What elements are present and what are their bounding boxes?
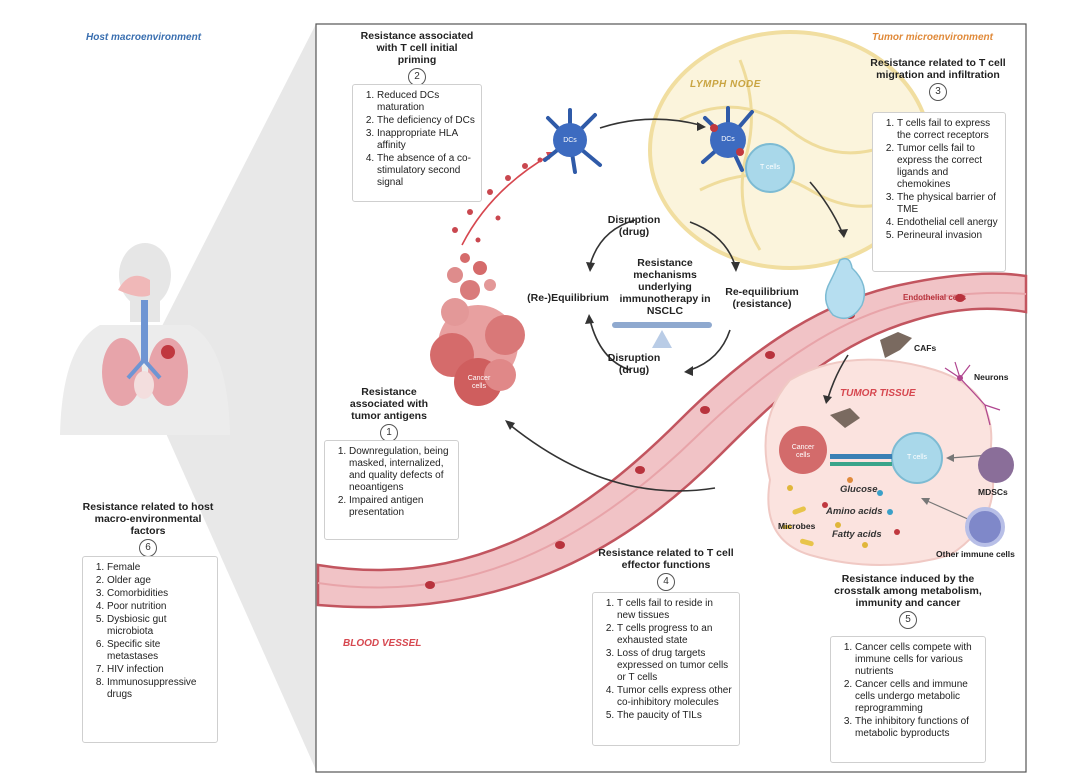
box2-item: The deficiency of DCs: [377, 115, 475, 127]
center-title: Resistance mechanisms underlying immunot…: [619, 257, 711, 317]
disruption-bottom: Disruption (drug): [607, 352, 661, 376]
antigen-dots: [452, 157, 543, 243]
box6-item: HIV infection: [107, 664, 211, 676]
re-equilibrium-right: Re-equilibrium (resistance): [725, 286, 799, 310]
box6-item: Immunosuppressive drugs: [107, 677, 211, 701]
flow-arrows: [461, 118, 991, 521]
box3-item: Endothelial cell anergy: [897, 217, 999, 229]
box4-header: Resistance related to T cell effector fu…: [596, 547, 736, 591]
cancer-cells-label: Cancer cells: [467, 375, 491, 390]
endothelial-cells-label: Endothelial cells: [903, 293, 967, 302]
box3-item: Perineural invasion: [897, 230, 999, 242]
box5-item: The inhibitory functions of metabolic by…: [855, 716, 979, 740]
metabolite-dots: [787, 477, 900, 548]
box6-item: Female: [107, 562, 211, 574]
glucose-label: Glucose: [840, 484, 878, 495]
box1-title: Resistance associated with tumor antigen…: [349, 386, 429, 422]
box2-item: The absence of a co-stimulatory second s…: [377, 153, 475, 189]
box5-item: Cancer cells compete with immune cells f…: [855, 642, 979, 678]
receptor-bridge: [830, 454, 892, 459]
box5-list: Cancer cells compete with immune cells f…: [830, 636, 986, 763]
mdsc-cell: [978, 447, 1014, 483]
cancer-cell-cluster: [430, 253, 525, 406]
t-cell-lymph: [745, 143, 795, 193]
box2-item: Reduced DCs maturation: [377, 90, 475, 114]
box4-item: Loss of drug targets expressed on tumor …: [617, 648, 733, 684]
neuron-shape: [944, 361, 1001, 426]
amino-acids-label: Amino acids: [826, 506, 883, 517]
box4-item: T cells fail to reside in new tissues: [617, 598, 733, 622]
fatty-acids-label: Fatty acids: [832, 529, 882, 540]
zoom-funnel: [160, 24, 316, 770]
box2-item: Inappropriate HLA affinity: [377, 128, 475, 152]
box3-item: Tumor cells fail to express the correct …: [897, 143, 999, 191]
box5-title: Resistance induced by the crosstalk amon…: [834, 573, 982, 609]
neurons-label: Neurons: [974, 372, 1009, 382]
migrating-t-cell: [824, 257, 866, 320]
box6-item: Dysbiosic gut microbiota: [107, 614, 211, 638]
box4-number: 4: [657, 573, 675, 591]
disruption-top: Disruption (drug): [607, 214, 661, 238]
lymph-node-label: LYMPH NODE: [690, 79, 761, 90]
box3-item: The physical barrier of TME: [897, 192, 999, 216]
tumor-microenvironment-label: Tumor microenvironment: [872, 32, 993, 43]
box1-item: Downregulation, being masked, internaliz…: [349, 446, 452, 494]
box5-number: 5: [899, 611, 917, 629]
box3-item: T cells fail to express the correct rece…: [897, 118, 999, 142]
box2-header: Resistance associated with T cell initia…: [356, 30, 478, 86]
box6-title: Resistance related to host macro-environ…: [82, 501, 214, 537]
human-body-figure: [60, 243, 230, 435]
box6-item: Poor nutrition: [107, 601, 211, 613]
cancer-cells-label-2: Cancer cells: [791, 444, 815, 459]
box4-list: T cells fail to reside in new tissues T …: [592, 592, 740, 746]
box3-title: Resistance related to T cell migration a…: [870, 57, 1006, 81]
box4-item: T cells progress to an exhausted state: [617, 623, 733, 647]
equilibrium-left: (Re-)Equilibrium: [527, 292, 609, 304]
box5-header: Resistance induced by the crosstalk amon…: [828, 573, 988, 629]
box6-number: 6: [139, 539, 157, 557]
host-macroenvironment-label: Host macroenvironment: [86, 32, 202, 43]
caf-cell-2: [830, 408, 860, 428]
t-cells-label-2: T cells: [906, 454, 928, 461]
other-immune-cells-label: Other immune cells: [936, 549, 1015, 559]
balance-seesaw: [612, 322, 712, 348]
microbes-shapes: [782, 506, 814, 547]
box6-item: Specific site metastases: [107, 639, 211, 663]
microbes-label: Microbes: [778, 521, 816, 531]
box5-item: Cancer cells and immune cells undergo me…: [855, 679, 979, 715]
box4-item: Tumor cells express other co-inhibitory …: [617, 685, 733, 709]
tissue-cancer-cell: [779, 426, 827, 474]
other-immune-cell: [965, 507, 1005, 547]
dc-cell-left: [543, 108, 602, 174]
box4-title: Resistance related to T cell effector fu…: [598, 547, 734, 571]
box6-list: Female Older age Comorbidities Poor nutr…: [82, 556, 218, 743]
t-cells-label: T cells: [759, 164, 781, 171]
box3-list: T cells fail to express the correct rece…: [872, 112, 1006, 272]
tumor-tissue-label: TUMOR TISSUE: [840, 388, 916, 399]
box6-item: Comorbidities: [107, 588, 211, 600]
box3-header: Resistance related to T cell migration a…: [868, 57, 1008, 101]
mdscs-label: MDSCs: [978, 487, 1008, 497]
box1-item: Impaired antigen presentation: [349, 495, 452, 519]
caf-cell: [880, 332, 912, 358]
box2-list: Reduced DCs maturation The deficiency of…: [352, 84, 482, 202]
box4-item: The paucity of TILs: [617, 710, 733, 722]
box3-number: 3: [929, 83, 947, 101]
box2-title: Resistance associated with T cell initia…: [360, 30, 474, 66]
box6-header: Resistance related to host macro-environ…: [78, 501, 218, 557]
box6-item: Older age: [107, 575, 211, 587]
dcs-label-2: DCs: [721, 136, 735, 143]
dc-cell-right: [701, 106, 754, 172]
receptor-bridge-2: [830, 462, 892, 466]
blood-vessel-label: BLOOD VESSEL: [343, 638, 422, 649]
box1-list: Downregulation, being masked, internaliz…: [324, 440, 459, 540]
box1-header: Resistance associated with tumor antigen…: [334, 386, 444, 442]
dcs-label: DCs: [563, 137, 577, 144]
cafs-label: CAFs: [914, 343, 937, 353]
